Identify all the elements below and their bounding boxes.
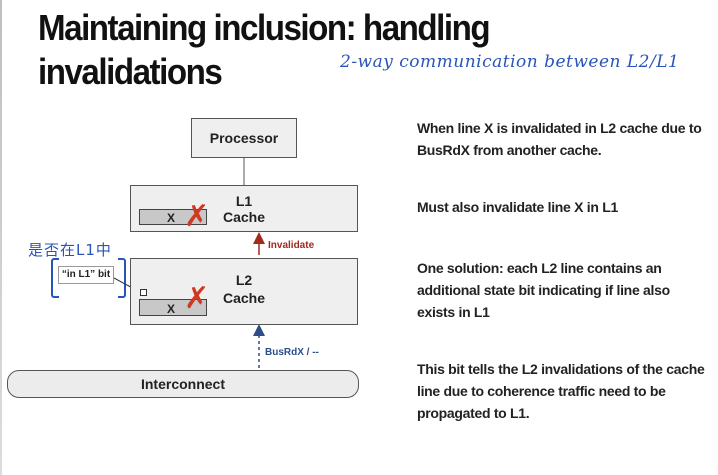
in-l1-bit-callout: “in L1” bit	[58, 266, 114, 284]
invalidate-label: Invalidate	[268, 240, 315, 251]
l1-cache-line	[139, 209, 207, 225]
in-l1-state-bit	[140, 289, 147, 296]
l2-label: L2	[235, 272, 253, 288]
processor-box: Processor	[191, 118, 297, 158]
l2-invalidated-x-icon: ✗	[184, 281, 210, 316]
text-para-invalidation-cause: When line X is invalidated in L2 cache d…	[417, 120, 702, 158]
l1-label: L1	[235, 193, 253, 209]
busrdx-label: BusRdX / --	[265, 347, 319, 358]
interconnect-bus: Interconnect	[7, 370, 359, 398]
interconnect-label: Interconnect	[140, 376, 225, 392]
l1-invalidated-x-icon: ✗	[184, 199, 210, 234]
text-para-bit-purpose: This bit tells the L2 invalidations of t…	[417, 361, 705, 421]
l2-line-x-label: X	[167, 302, 176, 316]
handwritten-bracket-right	[118, 258, 126, 298]
text-para-must-invalidate: Must also invalidate line X in L1	[417, 199, 618, 215]
slide-edge	[0, 0, 2, 475]
title-line-2: invalidations	[38, 51, 223, 92]
processor-label: Processor	[209, 130, 279, 146]
l1-line-x-label: X	[167, 211, 176, 225]
l2-cache-line	[139, 299, 207, 316]
text-para-solution: One solution: each L2 line contains an a…	[417, 260, 670, 320]
l2-cache-label: Cache	[222, 290, 266, 306]
handwritten-bracket-left	[51, 258, 59, 298]
handwritten-comment: 2-way communication between L2/L1	[340, 52, 680, 72]
slide-title: Maintaining inclusion: handling invalida…	[38, 6, 516, 94]
handwritten-note: 是否在L1中	[28, 241, 112, 259]
l1-cache-label: Cache	[222, 209, 266, 225]
title-line-1: Maintaining inclusion: handling	[38, 7, 491, 48]
